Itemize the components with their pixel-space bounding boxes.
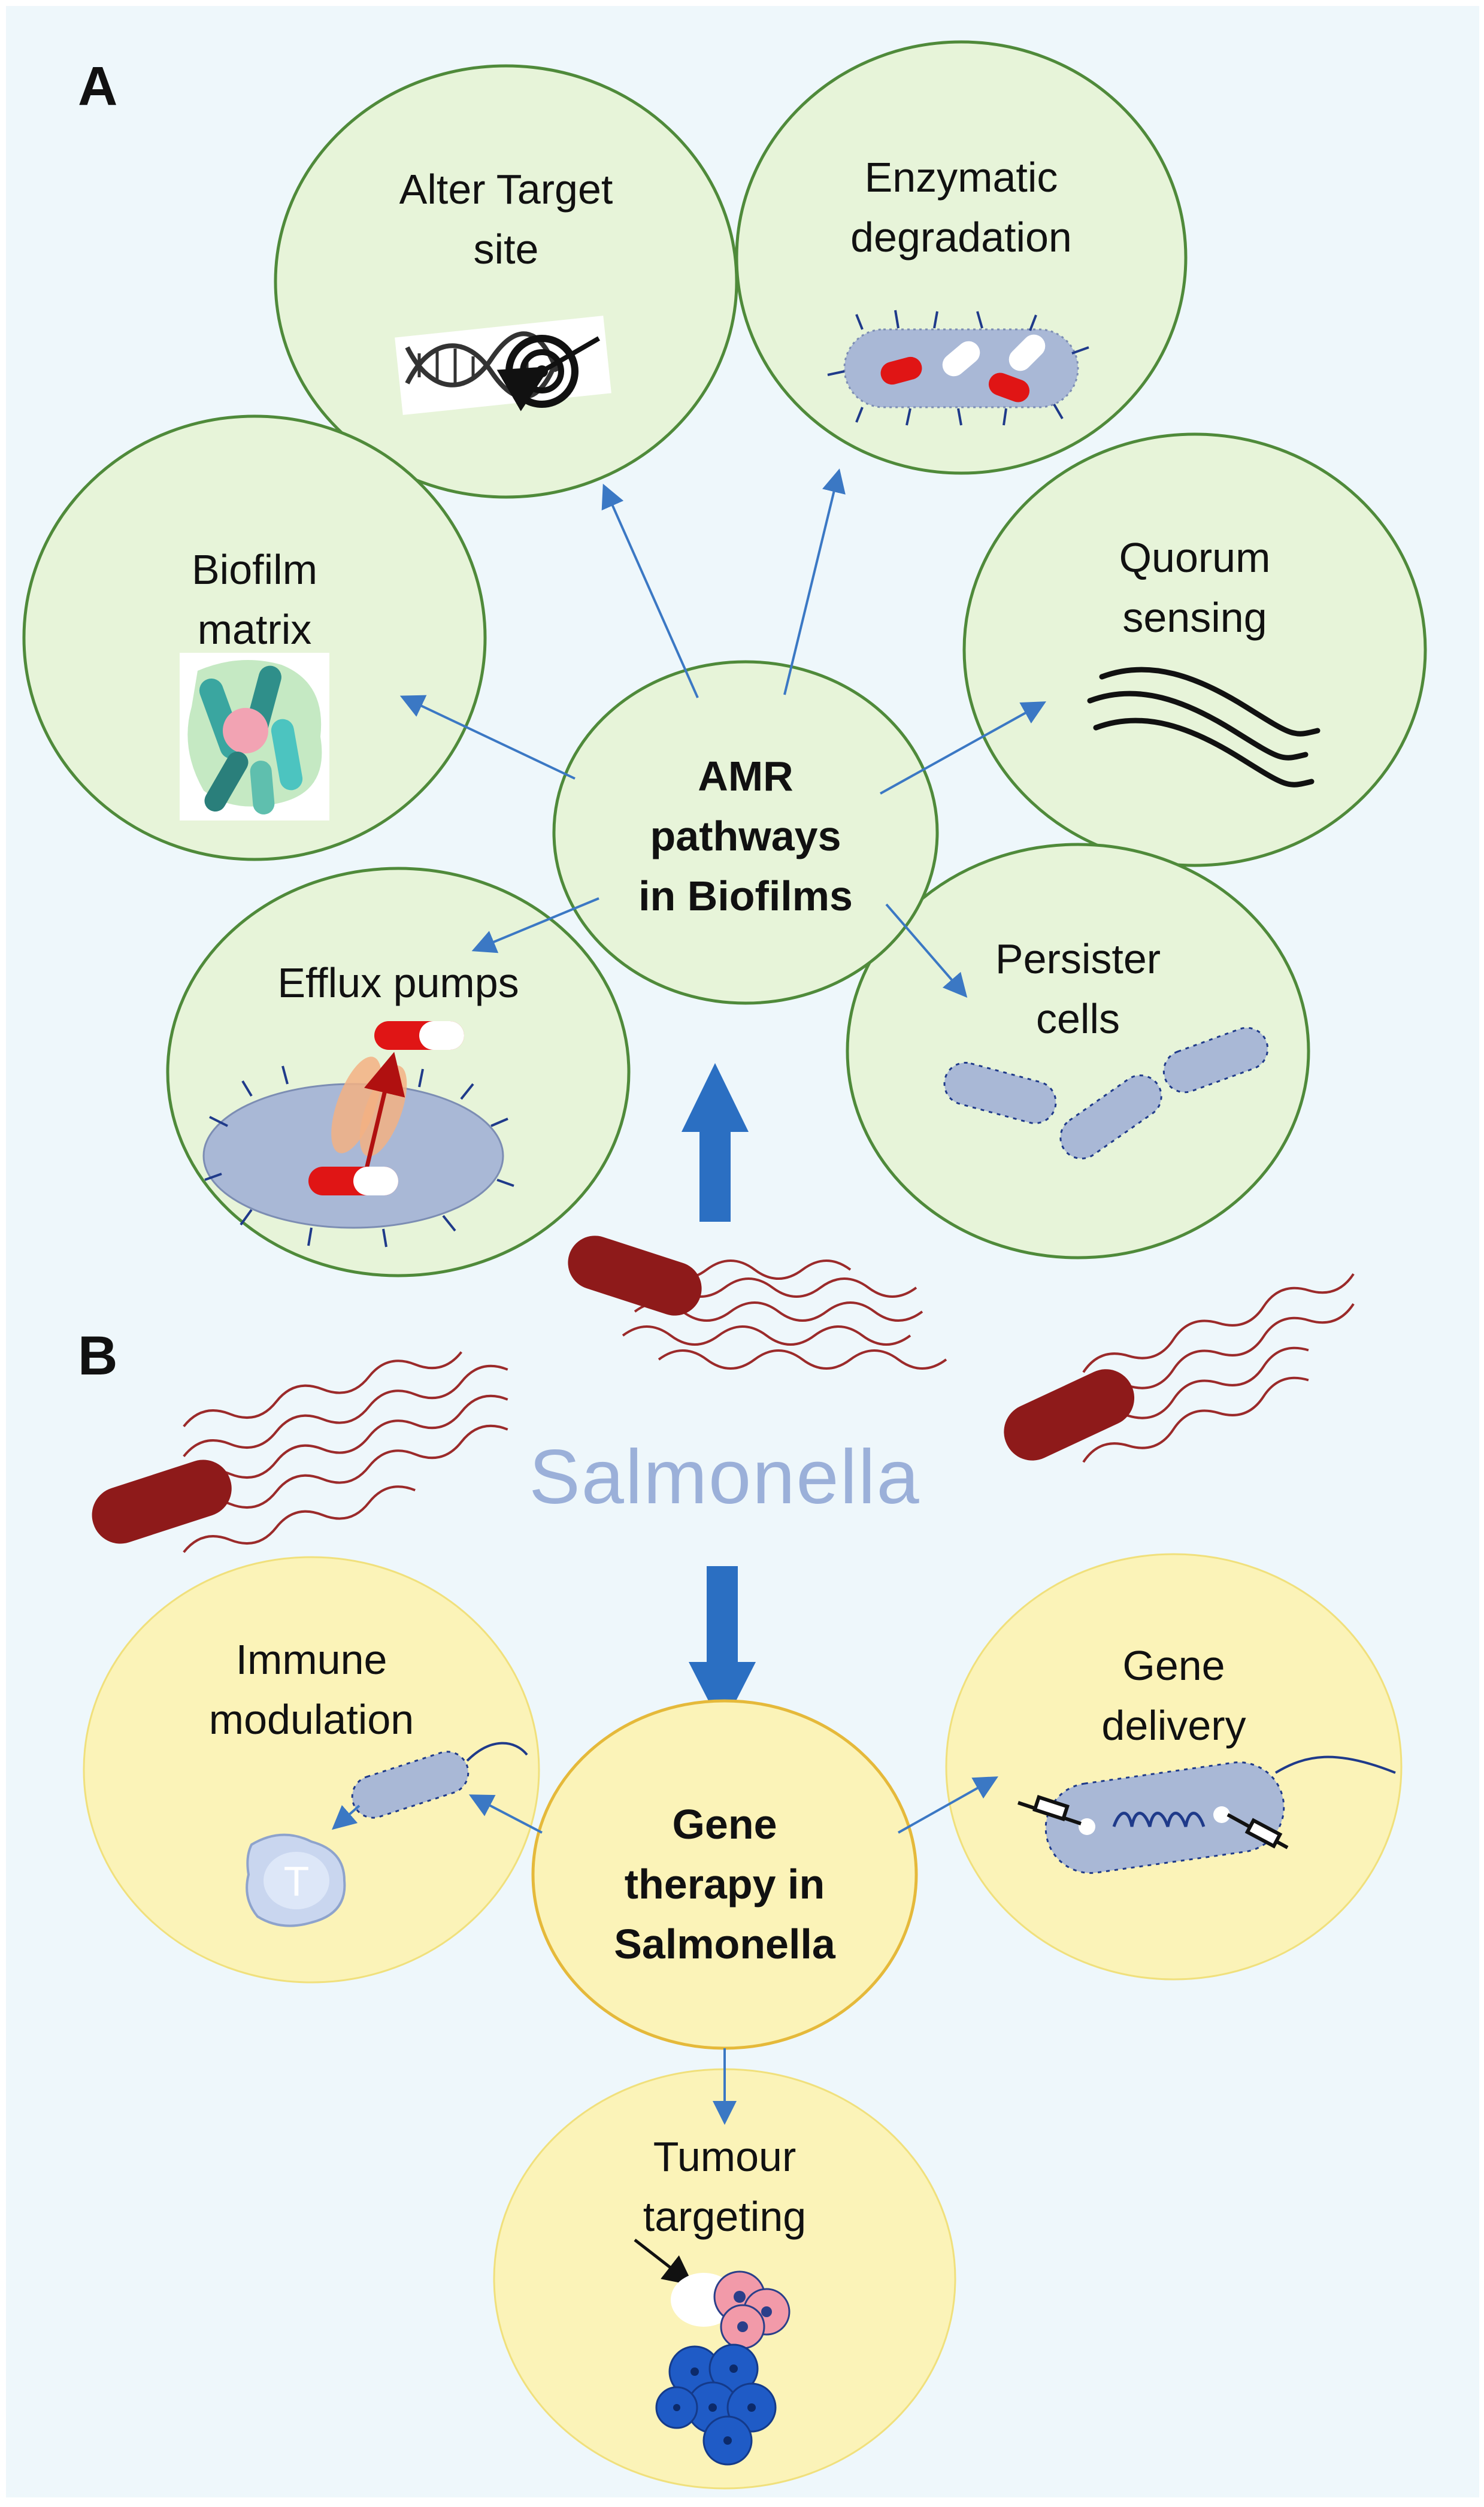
- svg-text:Biofilm: Biofilm: [192, 546, 317, 593]
- immune-bacterium-icon: [331, 1742, 528, 1830]
- arrow-to-enzymatic: [783, 468, 846, 695]
- node-quorum-sensing: Quorum sensing: [962, 432, 1427, 867]
- arrow-to-quorum: [880, 701, 1046, 795]
- node-gene-delivery: Gene delivery: [945, 1553, 1403, 1981]
- big-down-arrow: [689, 1566, 756, 1728]
- salmonella-bacterium-left: [92, 1351, 508, 1553]
- svg-text:Tumour: Tumour: [653, 2133, 796, 2180]
- signal-waves-icon: [1087, 667, 1321, 788]
- svg-text:cells: cells: [1036, 995, 1120, 1042]
- svg-text:T: T: [284, 1858, 310, 1905]
- svg-text:pathways: pathways: [650, 813, 841, 859]
- arrow-to-efflux: [471, 897, 599, 953]
- arrow-to-immune: [468, 1794, 543, 1834]
- svg-text:Persister: Persister: [995, 935, 1161, 982]
- node-amr-pathways: AMR pathways in Biofilms: [552, 660, 939, 1005]
- node-tumour-targeting: Tumour targeting: [493, 2068, 956, 2490]
- arrow-to-gene-delivery: [898, 1776, 998, 1834]
- svg-text:degradation: degradation: [850, 214, 1072, 261]
- svg-text:delivery: delivery: [1101, 1702, 1246, 1749]
- svg-text:Immune: Immune: [236, 1636, 387, 1683]
- svg-text:Gene: Gene: [672, 1801, 777, 1848]
- svg-text:matrix: matrix: [198, 606, 312, 653]
- salmonella-bacterium-top: [568, 1236, 947, 1370]
- node-efflux-pumps: Efflux pumps: [166, 867, 631, 1277]
- syringe-left-icon: [1017, 1795, 1082, 1825]
- node-enzymatic-degradation: Enzymatic degradation: [735, 40, 1188, 475]
- arrow-to-biofilm: [399, 695, 576, 780]
- svg-text:Efflux pumps: Efflux pumps: [277, 959, 519, 1006]
- svg-text:Quorum: Quorum: [1119, 534, 1271, 581]
- bacterium-enzymatic-icon: [827, 310, 1089, 426]
- svg-text:Enzymatic: Enzymatic: [865, 154, 1058, 201]
- arrow-to-alter-target: [601, 483, 699, 698]
- svg-text:site: site: [474, 226, 539, 272]
- svg-text:in Biofilms: in Biofilms: [638, 873, 853, 919]
- svg-text:targeting: targeting: [643, 2193, 806, 2240]
- big-up-arrow: [682, 1063, 749, 1222]
- t-cell-icon: T: [246, 1833, 346, 1927]
- node-gene-therapy: Gene therapy in Salmonella: [531, 1699, 918, 2050]
- svg-text:Alter Target: Alter Target: [399, 166, 613, 213]
- salmonella-bacterium-right: [1004, 1273, 1355, 1463]
- gene-delivery-icon: [1017, 1755, 1396, 1874]
- persister-bacteria-icon: [943, 1027, 1269, 1159]
- arrow-to-persister: [885, 903, 968, 998]
- panel-label-b: B: [78, 1325, 117, 1386]
- svg-text:Salmonella: Salmonella: [614, 1921, 836, 1967]
- panel-label-a: A: [78, 56, 117, 117]
- node-persister-cells: Persister cells: [846, 843, 1310, 1259]
- dna-target-icon: [395, 316, 611, 415]
- svg-text:modulation: modulation: [209, 1696, 414, 1743]
- node-immune-modulation: Immune modulation T: [83, 1556, 540, 1984]
- tumour-cells-icon: [634, 2239, 791, 2466]
- panel-b-arrows: [468, 1776, 998, 2125]
- svg-text:AMR: AMR: [698, 753, 793, 800]
- panel-a-arrows: [399, 468, 1046, 998]
- biofilm-icon: [180, 653, 329, 820]
- svg-text:therapy in: therapy in: [625, 1861, 825, 1908]
- node-biofilm-matrix: Biofilm matrix: [22, 414, 487, 861]
- svg-text:Gene: Gene: [1122, 1642, 1225, 1689]
- svg-text:sensing: sensing: [1122, 594, 1267, 641]
- syringe-right-icon: [1226, 1813, 1289, 1849]
- efflux-bacterium-icon: [202, 1021, 514, 1248]
- salmonella-title: Salmonella: [529, 1434, 920, 1520]
